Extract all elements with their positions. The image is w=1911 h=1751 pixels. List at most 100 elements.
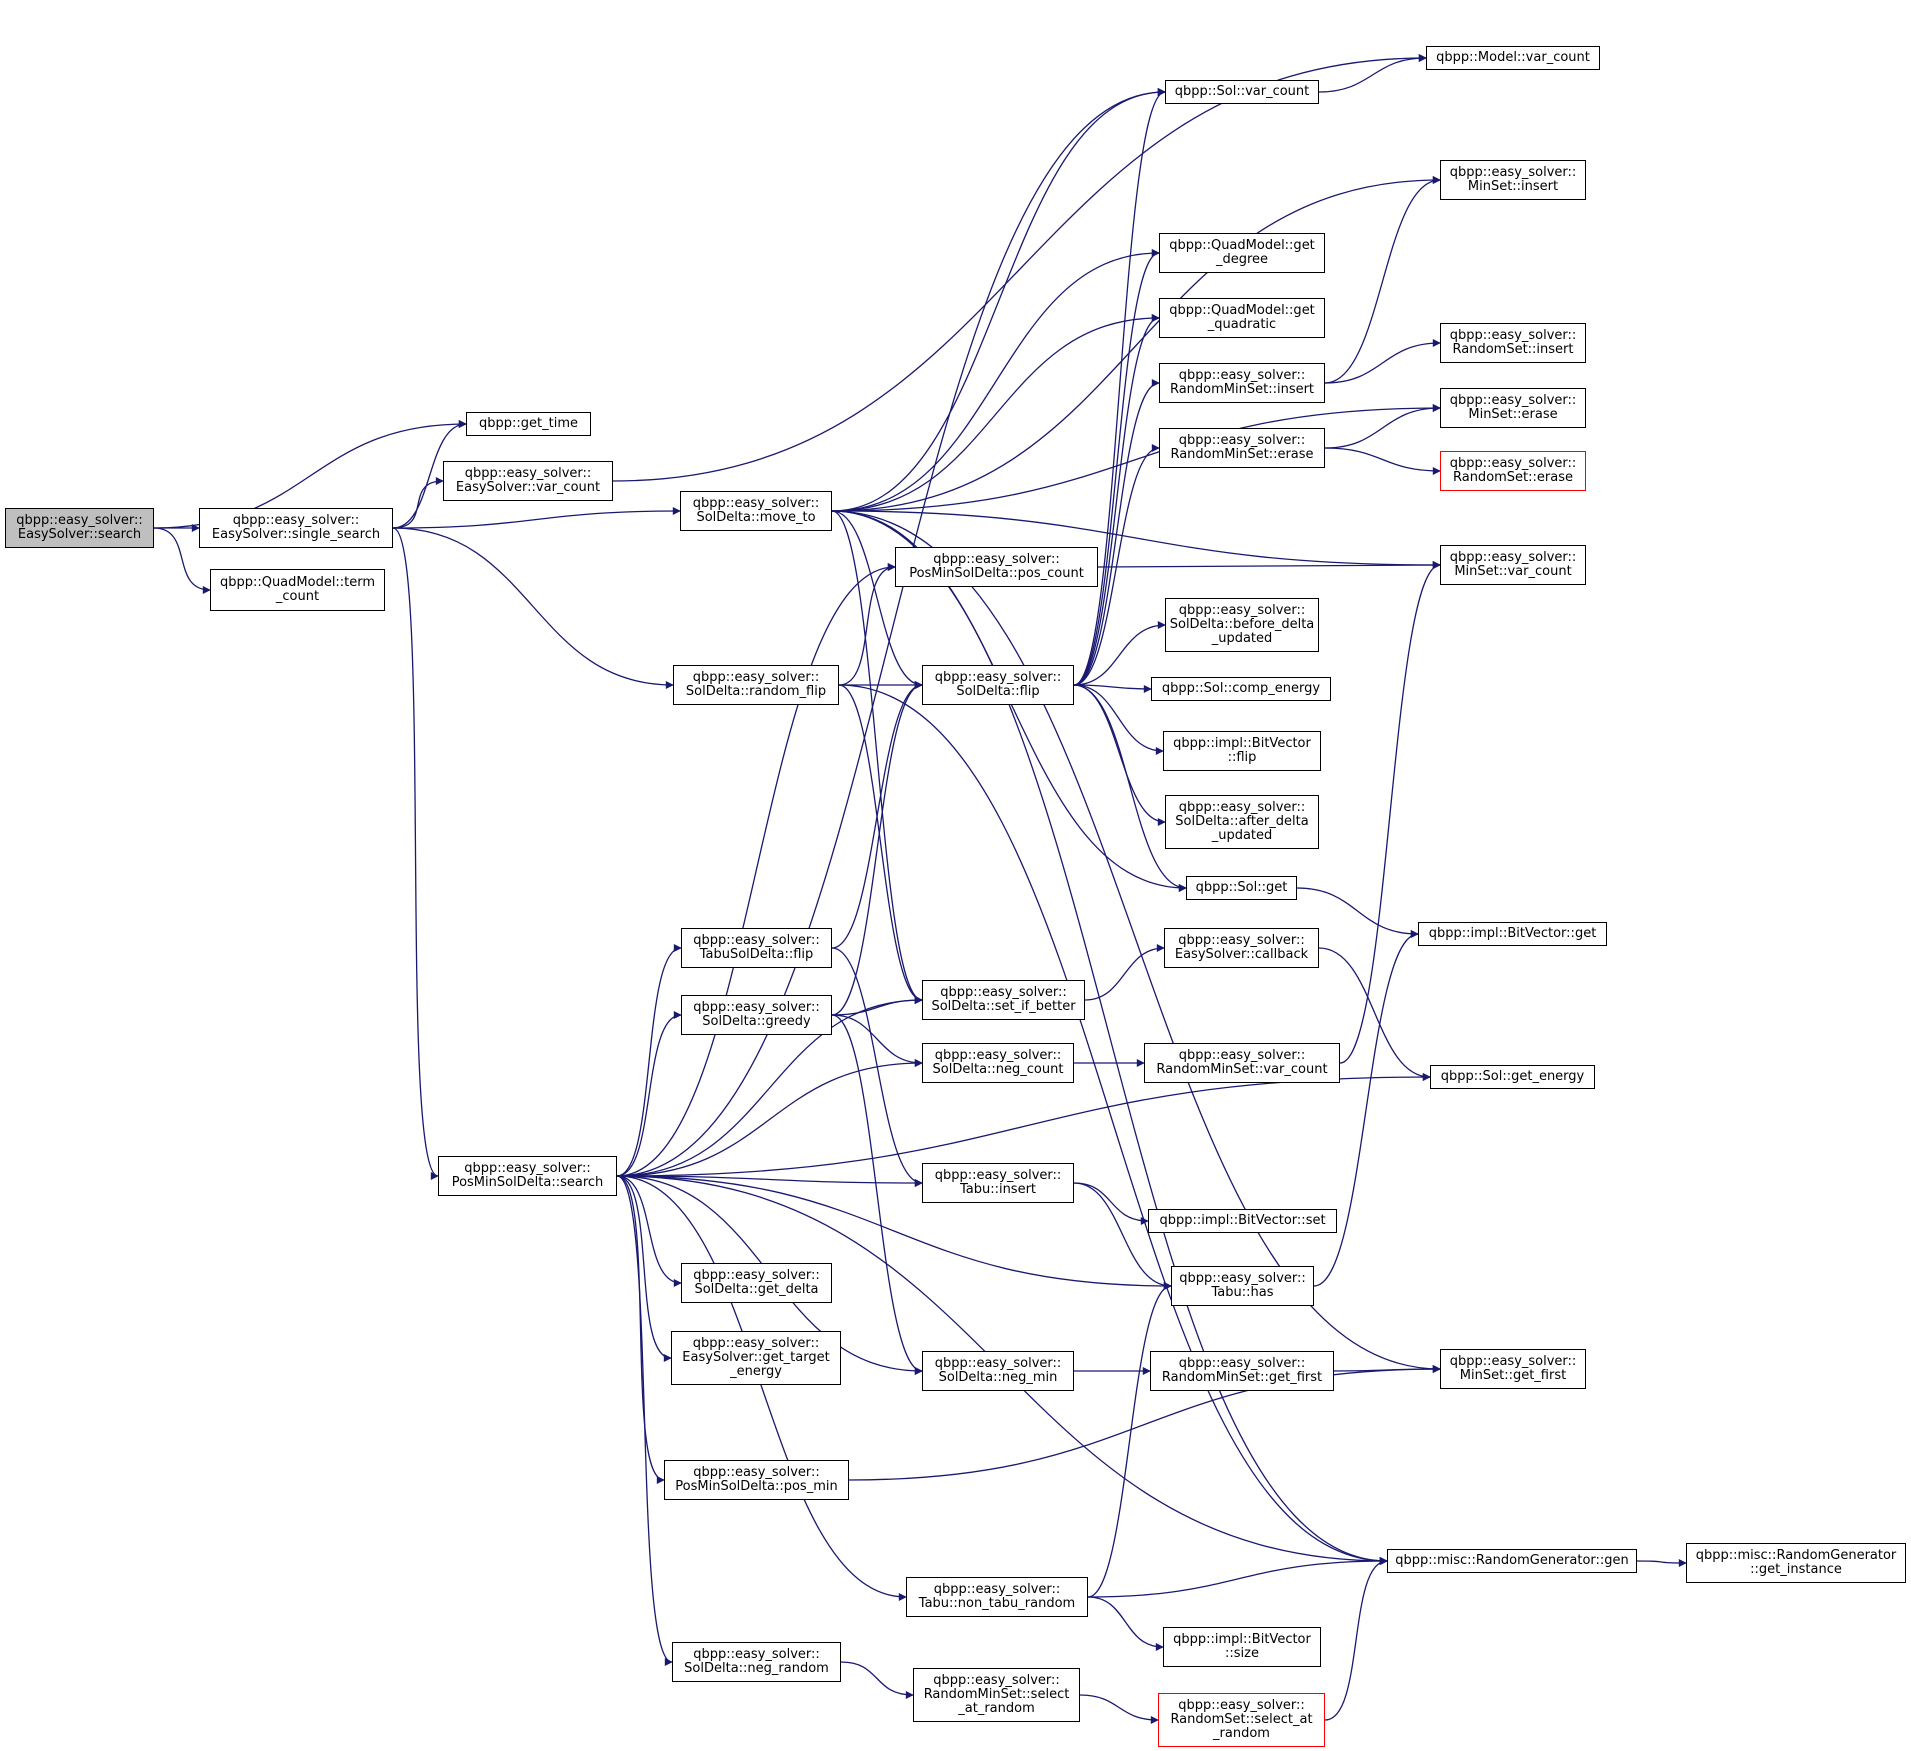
node-single-search[interactable]: qbpp::easy_solver::EasySolver::single_se… [199,508,393,548]
node-label-line: _count [275,589,320,604]
node-label-line: qbpp::easy_solver:: [933,552,1060,567]
node-label-line: ::flip [1227,750,1257,765]
node-bv-flip[interactable]: qbpp::impl::BitVector::flip [1163,731,1321,771]
edge-greedy-to-neg-min [831,1014,923,1375]
node-label-line: TabuSolDelta::flip [699,947,814,962]
node-rg-gen[interactable]: qbpp::misc::RandomGenerator::gen [1387,1549,1637,1573]
node-label-line: EasySolver::callback [1174,947,1309,962]
edge-pms-search-to-neg-count [616,1059,923,1177]
node-rg-get-instance[interactable]: qbpp::misc::RandomGenerator::get_instanc… [1686,1543,1906,1583]
node-callback[interactable]: qbpp::easy_solver::EasySolver::callback [1164,928,1319,968]
node-rms-get-first[interactable]: qbpp::easy_solver::RandomMinSet::get_fir… [1150,1351,1334,1391]
node-random-flip[interactable]: qbpp::easy_solver::SolDelta::random_flip [673,665,839,705]
node-label-line: qbpp::easy_solver:: [692,496,820,511]
node-label-line: qbpp::QuadModel::get [1169,238,1315,253]
node-non-tabu-random[interactable]: qbpp::easy_solver::Tabu::non_tabu_random [906,1577,1088,1617]
node-tabu-flip[interactable]: qbpp::easy_solver::TabuSolDelta::flip [681,928,832,968]
edge-rms-select-at-random-to-rs-select-at-random [1079,1694,1159,1724]
node-bv-get[interactable]: qbpp::impl::BitVector::get [1418,922,1607,946]
node-label-line: SolDelta::neg_min [938,1370,1058,1385]
node-neg-random[interactable]: qbpp::easy_solver::SolDelta::neg_random [672,1642,841,1682]
node-pms-search[interactable]: qbpp::easy_solver::PosMinSolDelta::searc… [438,1156,617,1196]
edge-move-to-to-ms-insert [831,176,1441,512]
node-label-line: qbpp::easy_solver:: [693,1647,820,1662]
node-rms-erase[interactable]: qbpp::easy_solver::RandomMinSet::erase [1159,428,1325,468]
node-ms-get-first[interactable]: qbpp::easy_solver::MinSet::get_first [1440,1349,1586,1389]
node-tabu-insert[interactable]: qbpp::easy_solver::Tabu::insert [922,1163,1074,1203]
edge-move-to-to-ms-var-count [831,510,1441,569]
node-label-line: SolDelta::move_to [696,510,816,525]
node-rs-insert[interactable]: qbpp::easy_solver::RandomSet::insert [1440,323,1586,363]
node-rms-insert[interactable]: qbpp::easy_solver::RandomMinSet::insert [1159,363,1325,403]
node-model-var-count[interactable]: qbpp::Model::var_count [1426,46,1600,70]
edge-pms-search-to-neg-random [616,1175,673,1666]
edge-greedy-to-sd-flip [831,681,923,1016]
node-ms-var-count[interactable]: qbpp::easy_solver::MinSet::var_count [1440,545,1586,585]
edge-tabu-insert-to-tabu-has [1073,1182,1172,1290]
node-bv-size[interactable]: qbpp::impl::BitVector::size [1163,1627,1321,1667]
node-label-line: qbpp::easy_solver:: [1449,328,1577,343]
node-label-line: qbpp::misc::RandomGenerator [1695,1548,1897,1563]
node-ms-erase[interactable]: qbpp::easy_solver::MinSet::erase [1440,388,1586,428]
node-ms-insert[interactable]: qbpp::easy_solver::MinSet::insert [1440,160,1586,200]
node-get-quadratic[interactable]: qbpp::QuadModel::get_quadratic [1159,298,1325,338]
node-label-line: MinSet::var_count [1454,564,1572,579]
node-get-time[interactable]: qbpp::get_time [466,412,591,436]
edge-greedy-to-neg-count [831,1014,923,1067]
edge-random-flip-to-pos-count [838,563,896,686]
node-before-delta[interactable]: qbpp::easy_solver::SolDelta::before_delt… [1165,598,1319,652]
node-label-line: qbpp::easy_solver:: [16,513,143,528]
node-sol-get-energy[interactable]: qbpp::Sol::get_energy [1430,1065,1595,1089]
node-label-line: RandomSet::insert [1452,342,1574,357]
edge-callback-to-sol-get-energy [1318,947,1431,1081]
node-rs-erase[interactable]: qbpp::easy_solver::RandomSet::erase [1440,451,1586,491]
node-greedy[interactable]: qbpp::easy_solver::SolDelta::greedy [681,995,832,1035]
node-move-to[interactable]: qbpp::easy_solver::SolDelta::move_to [680,491,832,531]
node-label-line: qbpp::easy_solver:: [1449,1354,1577,1369]
node-bv-set[interactable]: qbpp::impl::BitVector::set [1148,1209,1337,1233]
node-sd-flip[interactable]: qbpp::easy_solver::SolDelta::flip [922,665,1074,705]
node-label-line: MinSet::insert [1467,179,1559,194]
edge-pms-search-to-tabu-has [616,1175,1172,1290]
node-rms-select-at-random[interactable]: qbpp::easy_solver::RandomMinSet::select_… [913,1668,1080,1722]
node-label-line: qbpp::easy_solver:: [693,1000,820,1015]
node-sol-var-count[interactable]: qbpp::Sol::var_count [1165,80,1319,104]
edge-sd-flip-to-rms-insert [1073,379,1160,686]
node-label-line: qbpp::easy_solver:: [464,1161,591,1176]
edge-pms-search-to-sol-var-count [616,88,1166,1177]
node-term-count[interactable]: qbpp::QuadModel::term_count [210,569,385,611]
node-es-var-count[interactable]: qbpp::easy_solver::EasySolver::var_count [443,461,613,501]
edge-pms-search-to-tabu-flip [616,944,682,1177]
node-label-line: qbpp::easy_solver:: [1449,456,1577,471]
edge-sol-var-count-to-model-var-count [1318,54,1427,93]
node-get-delta[interactable]: qbpp::easy_solver::SolDelta::get_delta [681,1263,832,1303]
node-pos-count[interactable]: qbpp::easy_solver::PosMinSolDelta::pos_c… [895,547,1098,587]
node-label-line: _quadratic [1207,317,1277,332]
node-pos-min[interactable]: qbpp::easy_solver::PosMinSolDelta::pos_m… [664,1460,849,1500]
node-sol-get[interactable]: qbpp::Sol::get [1186,876,1297,900]
edge-pms-search-to-get-target-energy [616,1175,672,1362]
node-label-line: Tabu::non_tabu_random [918,1596,1076,1611]
node-tabu-has[interactable]: qbpp::easy_solver::Tabu::has [1171,1266,1314,1306]
edge-pms-search-to-non-tabu-random [616,1175,907,1601]
node-comp-energy[interactable]: qbpp::Sol::comp_energy [1151,677,1331,701]
edge-move-to-to-get-degree [831,249,1160,512]
node-neg-count[interactable]: qbpp::easy_solver::SolDelta::neg_count [922,1043,1074,1083]
node-rms-var-count[interactable]: qbpp::easy_solver::RandomMinSet::var_cou… [1144,1043,1340,1083]
node-label-line: RandomSet::select_at [1170,1712,1313,1727]
node-get-degree[interactable]: qbpp::QuadModel::get_degree [1159,233,1325,273]
node-label-line: qbpp::easy_solver:: [1178,603,1306,618]
edge-rg-gen-to-rg-get-instance [1636,1558,1687,1567]
node-rs-select-at-random[interactable]: qbpp::easy_solver::RandomSet::select_at_… [1158,1693,1325,1747]
node-label-line: SolDelta::get_delta [694,1282,819,1297]
node-get-target-energy[interactable]: qbpp::easy_solver::EasySolver::get_targe… [671,1331,841,1385]
node-label-line: _updated [1211,828,1273,843]
edge-neg-random-to-rms-select-at-random [840,1661,914,1699]
edge-move-to-to-sol-var-count [831,88,1166,512]
node-after-delta[interactable]: qbpp::easy_solver::SolDelta::after_delta… [1165,795,1319,849]
edge-rms-erase-to-ms-erase [1324,404,1441,449]
node-set-if-better[interactable]: qbpp::easy_solver::SolDelta::set_if_bett… [922,980,1085,1020]
node-neg-min[interactable]: qbpp::easy_solver::SolDelta::neg_min [922,1351,1074,1391]
node-label-line: RandomMinSet::get_first [1161,1370,1323,1385]
